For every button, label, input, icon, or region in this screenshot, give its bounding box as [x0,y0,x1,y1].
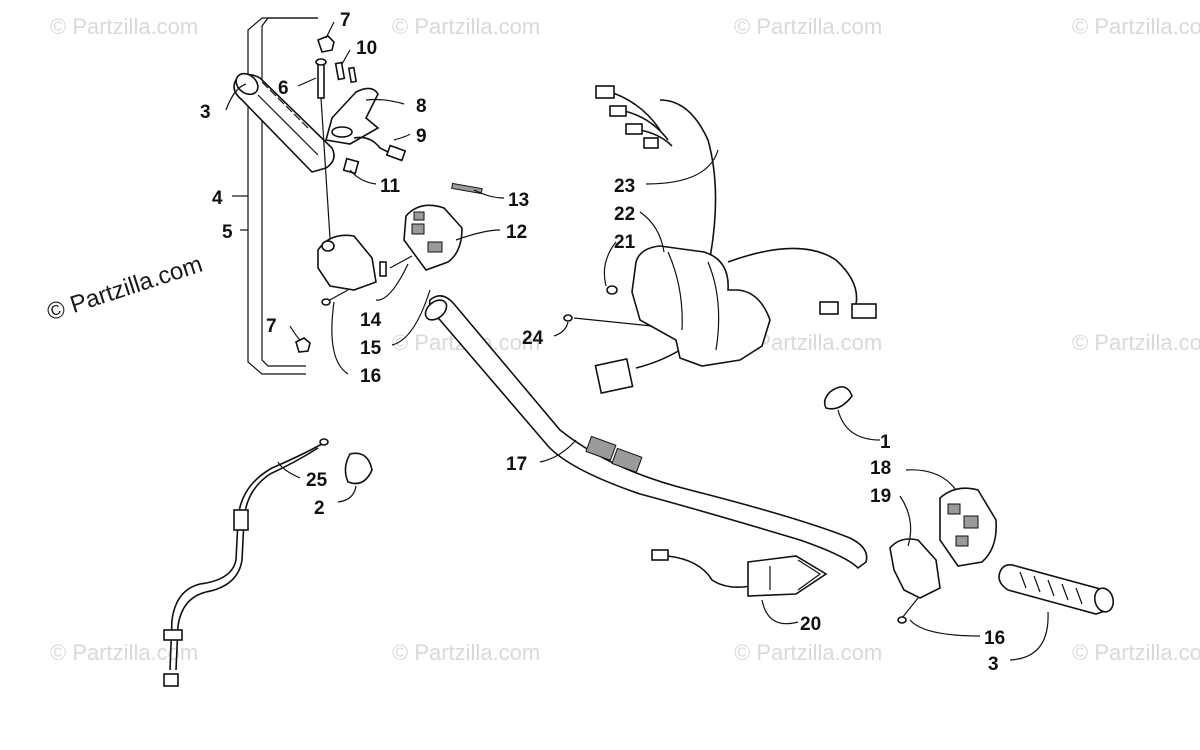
watermark: © Partzilla.com [1072,640,1200,665]
callout-12: 12 [506,222,527,243]
callout-25: 25 [306,470,328,491]
watermark: © Partzilla.com [734,14,883,39]
callout-22: 22 [614,204,635,225]
retaining-ring [823,386,853,410]
leader-lines [225,21,1049,661]
pin [315,58,331,239]
screw-24 [563,314,653,327]
callout-10: 10 [356,38,377,59]
screw [389,255,413,269]
grip-heater-element [651,549,828,597]
callout-8: 8 [416,96,427,117]
callout-6: 6 [278,78,289,99]
left-grip [233,72,335,173]
watermark: © Partzilla.com [392,640,541,665]
callout-24: 24 [522,328,544,349]
callout-18: 18 [870,458,891,479]
callout-3b: 3 [988,654,999,675]
right-housing-lower [889,538,941,599]
group-bracket [247,17,318,375]
right-grip [998,564,1115,615]
callout-13: 13 [508,190,529,211]
cap-top [317,35,335,53]
spring [451,182,483,195]
watermark: © Partzilla.com [392,14,541,39]
callout-labels: 7 10 6 3 8 9 11 4 5 13 12 7 14 15 16 23 … [200,10,1005,675]
watermark: © Partzilla.com [50,640,199,665]
callout-16b: 16 [984,628,1005,649]
control-pod-housing [606,245,771,367]
callout-7: 7 [340,10,351,31]
callout-14: 14 [360,310,382,331]
callout-2: 2 [314,498,325,519]
callout-20: 20 [800,614,821,635]
right-switch-housing [939,487,998,567]
screw-right [901,597,919,619]
watermark: © Partzilla.com [1072,14,1200,39]
cap-lower [295,337,311,353]
callout-11: 11 [380,176,401,197]
watermark: © Partzilla.com [734,640,883,665]
callout-7b: 7 [266,316,277,337]
clip [342,157,360,175]
clamp-ring [344,452,373,485]
callout-21: 21 [614,232,636,253]
callout-4: 4 [212,188,223,209]
callout-17: 17 [506,454,527,475]
control-pod-harness [594,85,877,394]
callout-23: 23 [614,176,635,197]
watermark: © Partzilla.com [1072,330,1200,355]
handlebar [424,295,868,570]
callout-9: 9 [416,126,427,147]
switch-housing-lower [317,234,387,291]
throttle-sensor-harness [353,136,407,162]
callout-3: 3 [200,102,211,123]
callout-15: 15 [360,338,382,359]
callout-16: 16 [360,366,381,387]
small-springs [334,61,358,84]
watermark: © Partzilla.com [50,14,199,39]
callout-19: 19 [870,486,891,507]
switch-housing-upper [403,204,463,271]
callout-5: 5 [222,222,233,243]
throttle-cable [163,438,329,687]
callout-1: 1 [880,432,891,453]
